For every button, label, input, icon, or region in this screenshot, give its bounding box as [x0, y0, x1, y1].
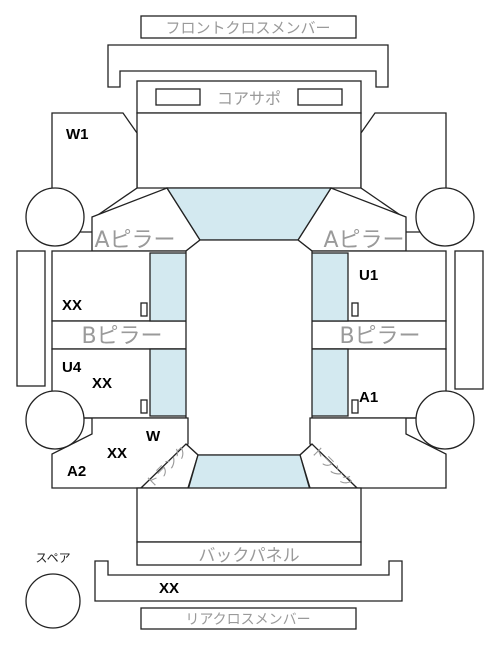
back-panel: [136, 541, 362, 566]
left-front-wheel: [25, 187, 85, 247]
b-pillar-right: [309, 320, 447, 350]
code-u1: U1: [359, 267, 378, 284]
a-pillar-left-label: Aピラー: [94, 228, 175, 253]
left-side-skirt: [16, 250, 46, 387]
right-front-window: [309, 252, 349, 322]
left-rear-door-handle: [140, 399, 148, 414]
right-rear-wheel: [415, 390, 475, 450]
core-support-headlight-right: [297, 88, 343, 106]
right-rear-door-handle: [351, 399, 359, 414]
front-cross-member-label: フロントクロスメンバー: [165, 19, 330, 37]
code-xx-left-rear: XX: [92, 375, 112, 392]
rear-cross-member: [94, 560, 403, 602]
rear-cross-member-label: リアクロスメンバー: [185, 612, 310, 628]
left-front-door-handle: [140, 302, 148, 317]
right-front-door-handle: [351, 302, 359, 317]
code-xx-rear: XX: [159, 580, 179, 597]
code-u4: U4: [62, 359, 82, 376]
hood-area: [136, 112, 362, 189]
back-panel-label: バックパネル: [198, 546, 299, 566]
b-pillar-left-label: Bピラー: [81, 324, 162, 349]
code-w: W: [146, 428, 161, 445]
roof: [185, 239, 313, 456]
code-a1: A1: [359, 389, 378, 406]
rear-window: [187, 454, 311, 491]
code-w1: W1: [66, 126, 89, 143]
left-front-window: [149, 252, 189, 322]
spare-tire: [25, 573, 81, 629]
b-pillar-right-label: Bピラー: [339, 324, 420, 349]
front-cross-member: [107, 44, 389, 88]
trunk-lid: [136, 487, 362, 543]
core-support-label: コアサポ: [217, 89, 281, 108]
code-xx-left-front: XX: [62, 297, 82, 314]
left-rear-quarter: [51, 417, 189, 489]
right-rear-window: [309, 348, 349, 417]
right-rear-quarter: [309, 417, 447, 489]
a-pillar-right-label: Aピラー: [323, 228, 404, 253]
rear-cross-member-box: [140, 607, 357, 630]
right-front-wheel: [415, 187, 475, 247]
spare-label: スペア: [35, 551, 70, 565]
code-xx-left-bottom: XX: [107, 445, 127, 462]
front-cross-member-box: [140, 15, 357, 39]
left-rear-wheel: [25, 390, 85, 450]
core-support-headlight-left: [155, 88, 201, 106]
left-rear-window: [149, 348, 189, 417]
right-side-skirt: [454, 250, 484, 390]
code-a2: A2: [67, 463, 86, 480]
